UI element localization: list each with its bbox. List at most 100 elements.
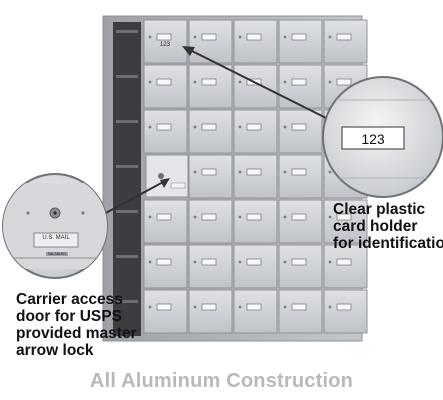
door-lock [238, 305, 242, 309]
door-lock [238, 125, 242, 129]
mailbox-door [323, 199, 368, 244]
card-holder-slot [201, 33, 217, 41]
door-lock [238, 35, 242, 39]
card-holder-slot [201, 303, 217, 311]
mailbox-door [143, 289, 188, 334]
card-holder-slot [156, 123, 172, 131]
carrier-line-3: provided master [16, 325, 137, 342]
card-holder-slot [156, 303, 172, 311]
card-holder-slot [336, 258, 352, 266]
card-holder-slot [156, 213, 172, 221]
door-lock [193, 125, 197, 129]
carrier-line-4: arrow lock [16, 342, 94, 359]
mailbox-door [188, 199, 233, 244]
door-lock [193, 80, 197, 84]
door-lock [283, 260, 287, 264]
door-lock [283, 215, 287, 219]
card-holder-slot [246, 123, 262, 131]
card-holder-slot [201, 78, 217, 86]
channel-shelf [116, 255, 138, 258]
card-holder-pointer [182, 46, 331, 121]
door-lock [283, 35, 287, 39]
door-lock [238, 215, 242, 219]
card-holder-slot [246, 258, 262, 266]
card-holder-slot [291, 258, 307, 266]
door-lock [238, 170, 242, 174]
door-lock [283, 170, 287, 174]
mailbox-door [278, 154, 323, 199]
card-holder-line-1: Clear plastic [333, 201, 426, 218]
mailbox-door [233, 64, 278, 109]
mailbox-door [233, 289, 278, 334]
card-holder-slot [201, 123, 217, 131]
door-lock [148, 35, 152, 39]
mailbox-door [188, 64, 233, 109]
door-lock [328, 260, 332, 264]
mailbox-door [233, 109, 278, 154]
card-holder-slot [246, 168, 262, 176]
door-lock [193, 305, 197, 309]
card-holder-slot [336, 78, 352, 86]
mailbox-door [188, 289, 233, 334]
card-holder-slot [291, 303, 307, 311]
card-holder-slot [201, 258, 217, 266]
mailbox-door [278, 289, 323, 334]
mailbox-door [143, 19, 188, 64]
door-lock [328, 215, 332, 219]
door-lock [238, 260, 242, 264]
carrier-lock-magnifier [2, 173, 108, 279]
mailbox-door [188, 19, 233, 64]
carrier-plate-text: U.S. MAIL [42, 235, 70, 241]
door-lock [148, 80, 152, 84]
card-holder-number: 123 [361, 131, 385, 147]
card-holder-line-2: card holder [333, 218, 418, 235]
card-holder-slot [291, 78, 307, 86]
card-holder-slot [291, 123, 307, 131]
door-lock [193, 35, 197, 39]
mailbox-door [143, 109, 188, 154]
door-lock [238, 80, 242, 84]
door-lock [148, 305, 152, 309]
caption: All Aluminum Construction [89, 370, 354, 392]
mailbox-door [323, 244, 368, 289]
door-lock [193, 260, 197, 264]
mailbox-door [233, 244, 278, 289]
channel-shelf [116, 30, 138, 33]
side-channel-bars [116, 30, 138, 303]
card-holder-slot [246, 303, 262, 311]
card-holder-slot [291, 33, 307, 41]
channel-shelf [116, 75, 138, 78]
card-holder-slot [336, 33, 352, 41]
carrier-lock-pointer [103, 178, 170, 215]
card-holder-magnifier [322, 76, 443, 198]
mailbox-door [278, 199, 323, 244]
mailbox-door [233, 154, 278, 199]
mailbox-door [143, 199, 188, 244]
card-holder-slot [336, 213, 352, 221]
card-holder-slot [291, 213, 307, 221]
card-holder-slot [246, 213, 262, 221]
carrier-plate-brand: SALSBURY [46, 252, 68, 256]
card-holder-slot [291, 168, 307, 176]
carrier-line-1: Carrier access [16, 291, 123, 308]
door-lock [328, 80, 332, 84]
mailbox-door [278, 244, 323, 289]
door-lock [328, 170, 332, 174]
mailbox-door [323, 19, 368, 64]
door-lock [193, 215, 197, 219]
door-lock [328, 305, 332, 309]
card-holder-callout: Clear plastic card holder for identifica… [333, 201, 443, 252]
carrier-line-2: door for USPS [16, 308, 122, 325]
channel-shelf [116, 210, 138, 213]
card-holder-line-3: for identification [333, 235, 443, 252]
card-holder-slot [156, 258, 172, 266]
door-lock [283, 80, 287, 84]
door-number-label: 123 [160, 42, 171, 48]
channel-shelf [116, 165, 138, 168]
door-lock [328, 35, 332, 39]
mailbox-door [188, 154, 233, 199]
mailbox-door [233, 19, 278, 64]
mailbox-door [323, 289, 368, 334]
mailbox-door [278, 109, 323, 154]
